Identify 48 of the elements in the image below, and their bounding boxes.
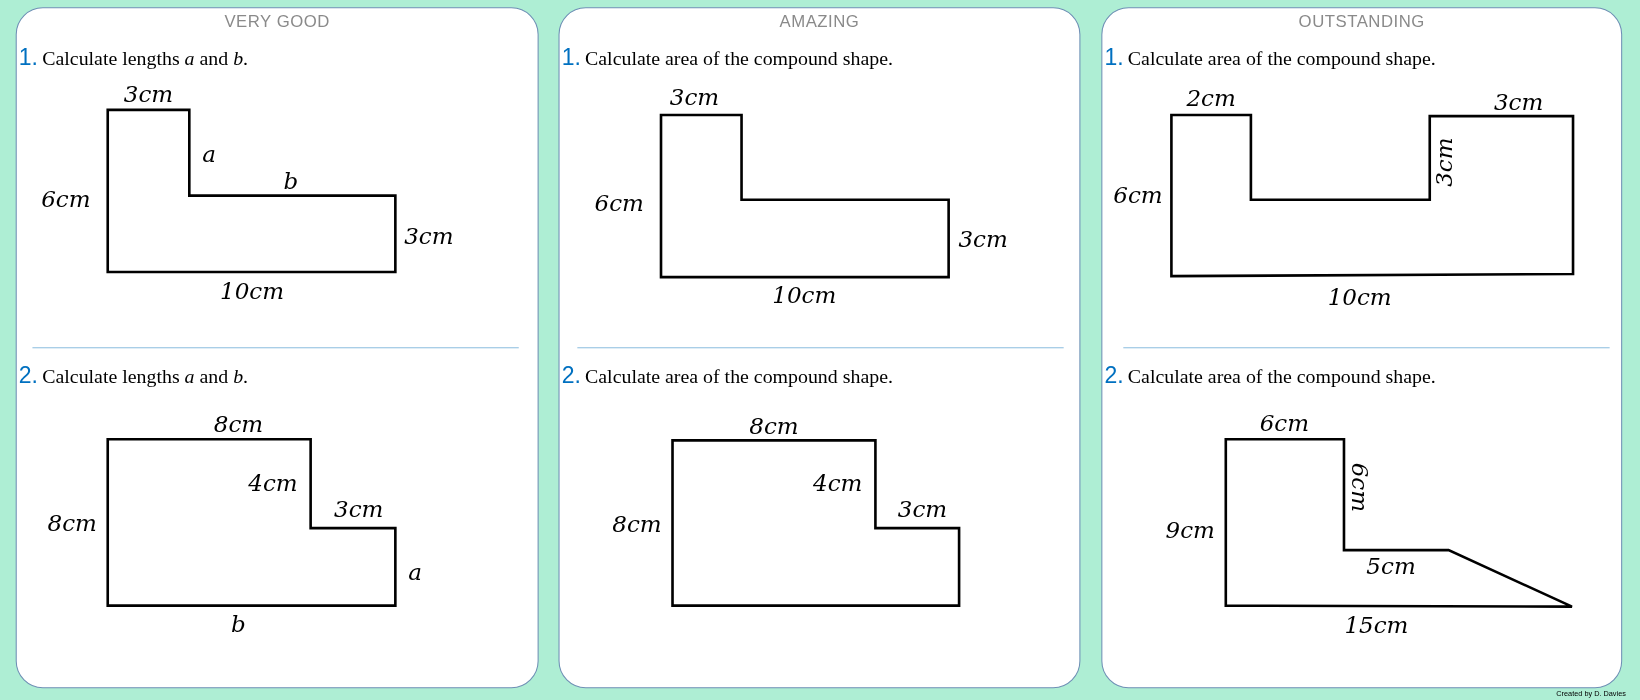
question-text: Calculate area of the compound shape. <box>585 365 893 387</box>
question-number: 2. <box>18 361 39 389</box>
dimension-label: 3cm <box>404 223 454 250</box>
dimension-label: a <box>202 140 217 167</box>
question-text: Calculate lengths a and b. <box>42 47 249 70</box>
dimension-label: 3cm <box>334 496 384 523</box>
dimension-label: 8cm <box>749 412 799 439</box>
dimension-label: 10cm <box>772 281 837 308</box>
dimension-label: 6cm <box>1259 410 1310 437</box>
dimension-label: 8cm <box>213 411 264 438</box>
card-panel <box>15 7 539 689</box>
dimension-label: 3cm <box>123 81 174 108</box>
dimension-label: b <box>283 167 299 194</box>
dimension-label: 6cm <box>1113 182 1163 209</box>
question-text: Calculate area of the compound shape. <box>1127 365 1436 387</box>
dimension-label: 6cm <box>1346 462 1373 513</box>
dimension-label: b <box>231 611 246 638</box>
dimension-label: 5cm <box>1366 552 1416 579</box>
dimension-label: 3cm <box>958 226 1008 253</box>
question-text: Calculate area of the compound shape. <box>1127 47 1436 70</box>
dimension-label: 6cm <box>594 189 644 216</box>
question-number: 2. <box>1104 361 1124 389</box>
dimension-label: 3cm <box>669 84 720 111</box>
dimension-label: 8cm <box>612 510 662 538</box>
level-heading: AMAZING <box>778 12 861 32</box>
question-number: 1. <box>1104 43 1124 71</box>
question-number: 1. <box>561 43 581 71</box>
dimension-label: 3cm <box>1431 137 1458 187</box>
level-heading: VERY GOOD <box>223 12 331 32</box>
dimension-label: 10cm <box>220 277 285 304</box>
level-heading: OUTSTANDING <box>1297 12 1426 32</box>
dimension-label: 3cm <box>897 496 948 523</box>
question-number: 2. <box>561 361 581 389</box>
dimension-label: 10cm <box>1327 283 1392 311</box>
dimension-label: 4cm <box>248 470 298 497</box>
dimension-label: 8cm <box>47 509 97 536</box>
question-text: Calculate lengths a and b. <box>42 365 249 387</box>
card-panel <box>558 7 1081 689</box>
dimension-label: 9cm <box>1165 517 1215 544</box>
dimension-label: 15cm <box>1344 612 1409 639</box>
dimension-label: 4cm <box>813 470 863 497</box>
question-number: 1. <box>18 43 39 71</box>
question-text: Calculate area of the compound shape. <box>585 47 893 70</box>
card-panel <box>1101 7 1623 689</box>
dimension-label: 2cm <box>1186 85 1236 112</box>
dimension-label: 3cm <box>1493 89 1544 116</box>
dimension-label: a <box>408 559 423 586</box>
dimension-label: 6cm <box>41 185 91 212</box>
